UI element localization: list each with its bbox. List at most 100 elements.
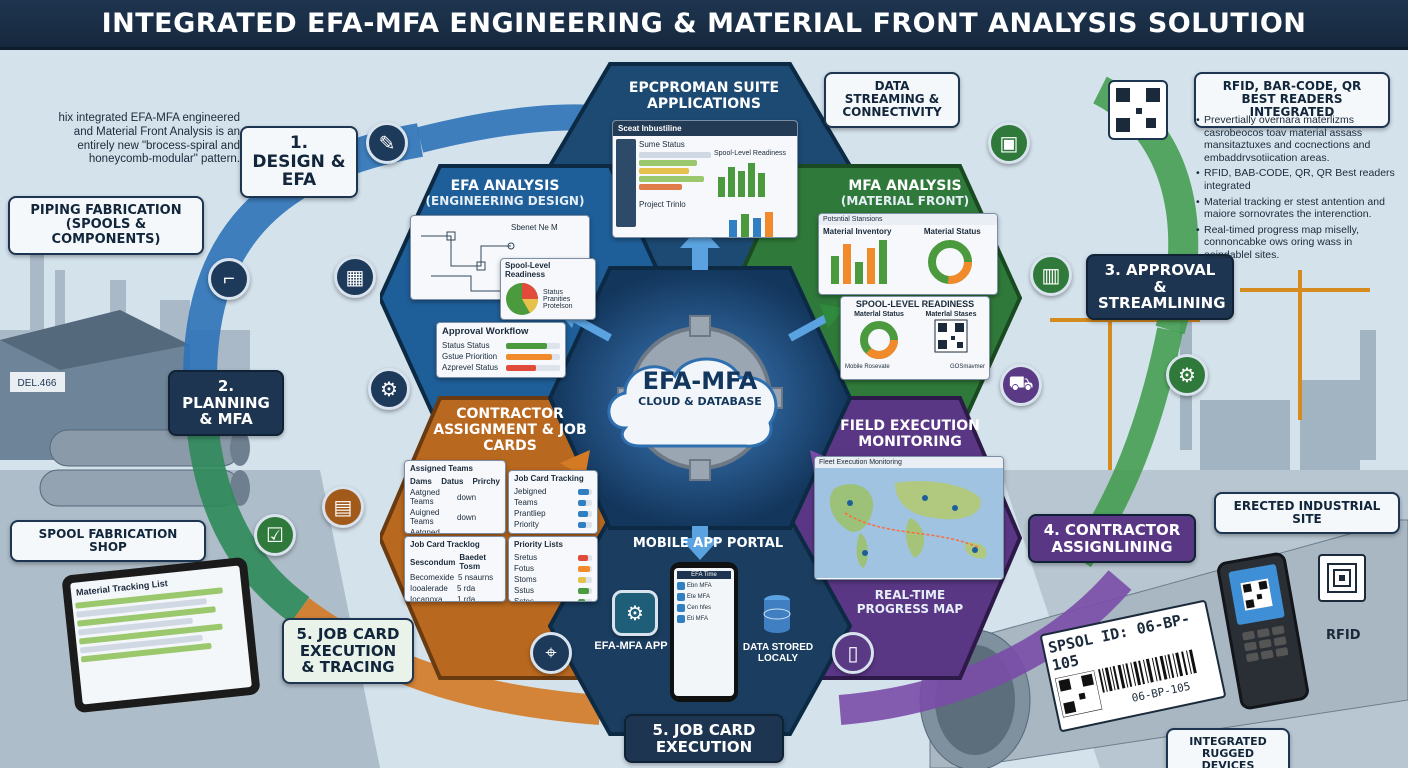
priority-row: Sstus bbox=[509, 585, 597, 596]
map-icon: ▦ bbox=[334, 256, 376, 298]
priority-row: Sretus bbox=[509, 552, 597, 563]
qr-code-icon bbox=[1108, 80, 1168, 140]
priority-row-bar bbox=[578, 554, 588, 561]
priority-row-label: Sstus bbox=[514, 586, 535, 595]
approval-row-label: Azprevel Status bbox=[442, 363, 499, 372]
diagram-label: Sbenet Ne M bbox=[511, 223, 558, 232]
suite-sidebar bbox=[616, 139, 636, 227]
spool-readiness-panel: Spool-Level Readiness Status Pranities P… bbox=[500, 258, 596, 320]
mfa-dashboard[interactable]: Potsntial Stansions Material Inventory M… bbox=[818, 213, 998, 295]
table-row[interactable]: Aatgned Tearasdown bbox=[405, 527, 505, 534]
priority-row-bar bbox=[578, 598, 585, 601]
data-streaming-label: DATA STREAMING & CONNECTIVITY bbox=[824, 72, 960, 128]
approval-row: Azprevel Status bbox=[437, 362, 565, 373]
phone-list-item[interactable]: Ebn MFA bbox=[677, 582, 731, 590]
phone-list-item[interactable]: Cen hfes bbox=[677, 604, 731, 612]
efa-title: EFA ANALYSIS bbox=[450, 178, 560, 194]
list-item: Material tracking er stest antention and… bbox=[1196, 196, 1396, 221]
rugged-devices-label: INTEGRATED RUGGED DEVICES bbox=[1166, 728, 1290, 768]
teams-head-cell: Prirchy bbox=[472, 477, 501, 486]
priority-row-bar bbox=[578, 565, 590, 572]
step-4-label: 4. CONTRACTOR ASSIGNLINING bbox=[1028, 514, 1196, 563]
suite-row-2: Spool-Level Readiness bbox=[714, 150, 786, 157]
title-banner: INTEGRATED EFA-MFA ENGINEERING & MATERIA… bbox=[0, 0, 1408, 50]
jc-row-label: Prantliep bbox=[514, 509, 546, 518]
table-cell: down bbox=[457, 512, 477, 522]
shop-sign: DEL.466 bbox=[18, 378, 57, 389]
phone-list-item[interactable]: Ete MFA bbox=[677, 593, 731, 601]
scanner-keypad bbox=[1231, 623, 1299, 664]
center-subtitle: CLOUD & DATABASE bbox=[638, 395, 762, 408]
mfa-subtitle: (MATERIAL FRONT) bbox=[840, 194, 970, 208]
jc-row-bar bbox=[578, 499, 587, 506]
cloud-icon bbox=[607, 357, 778, 448]
priority-row-bar bbox=[578, 587, 589, 594]
table-row[interactable]: Auigned Teams down bbox=[405, 507, 505, 527]
rfid-bullets: Prevertially overnara materlizms casrobe… bbox=[1196, 114, 1396, 265]
mfa-readiness-panel: SPOOL-LEVEL READINESS Materlal Status Ma… bbox=[840, 296, 990, 380]
right-industrial-skyline bbox=[1180, 300, 1376, 470]
app-icon bbox=[677, 593, 685, 601]
approval-row-bar bbox=[506, 353, 552, 360]
table-cell: Becomexide bbox=[410, 573, 455, 582]
inventory-title: Material Inventory bbox=[823, 227, 892, 236]
barcode-icon bbox=[1097, 649, 1197, 693]
table-cell: Iooalerade bbox=[410, 584, 448, 593]
phone-list-item[interactable]: Eti MFA bbox=[677, 615, 731, 623]
jc2-head-cell: Sescondum bbox=[410, 557, 456, 567]
material-status-donut bbox=[927, 240, 972, 284]
field-map-panel[interactable]: Fleet Execution Monitoring bbox=[814, 456, 1004, 580]
approval-row-label: Gstue Priorition bbox=[442, 352, 498, 361]
app-icon bbox=[677, 582, 685, 590]
suite-title: EPCPROMAN SUITE APPLICATIONS bbox=[628, 80, 780, 113]
mfa-panel-head: Potsntial Stansions bbox=[819, 214, 997, 225]
material-status-title: Material Status bbox=[923, 227, 981, 236]
legend-2: Pranities bbox=[543, 295, 571, 303]
erected-site-label: ERECTED INDUSTRIAL SITE bbox=[1214, 492, 1400, 535]
teams-head-cell: Datus bbox=[441, 477, 464, 486]
intro-text: hix integrated EFA-MFA engineered and Ma… bbox=[58, 112, 240, 166]
priority-row-label: Sretus bbox=[514, 553, 538, 562]
map-pin-icon: ⌖ bbox=[530, 632, 572, 674]
phone-item-label: Cen hfes bbox=[687, 605, 712, 611]
suite-row-1: Sume Status bbox=[639, 140, 685, 149]
mobile-title: MOBILE APP PORTAL bbox=[632, 536, 784, 551]
piping-label: PIPING FABRICATION (SPOOLS & COMPONENTS) bbox=[8, 196, 204, 255]
table-cell: 5 nsaurns bbox=[458, 573, 494, 582]
barcode-icon: ▥ bbox=[1030, 254, 1072, 296]
step-3-label: 3. APPROVAL & STREAMLINING bbox=[1086, 254, 1234, 320]
app-icon bbox=[677, 604, 685, 612]
mfa-small-5: GOSmavmer bbox=[949, 364, 985, 370]
table-cell: down bbox=[457, 533, 500, 534]
readiness-pie bbox=[506, 283, 539, 315]
gear-hand-icon: ⚙ bbox=[368, 368, 410, 410]
mobile-icon: ▯ bbox=[832, 632, 874, 674]
scanner-qr-icon bbox=[1240, 578, 1273, 611]
suite-dashboard[interactable]: Sceat Inbustiline Sume Status Spool-Leve… bbox=[612, 120, 798, 238]
map-icon: ▤ bbox=[322, 486, 364, 528]
center-title: EFA-MFA bbox=[642, 367, 758, 395]
jc-row: Prantliep bbox=[509, 508, 597, 519]
mfa-sub1: Materlal Status bbox=[854, 311, 904, 318]
gear-icon: ⚙ bbox=[1166, 354, 1208, 396]
phone-head: EFA Time bbox=[677, 571, 731, 579]
jc-row-bar bbox=[578, 521, 586, 528]
jc-row-label: Jebigned bbox=[514, 487, 547, 496]
jc2-head-cell: Baedet Tosm bbox=[459, 553, 487, 571]
suite-bar-chart bbox=[718, 163, 765, 197]
mfa-readiness-title: SPOOL-LEVEL READINESS bbox=[855, 299, 975, 309]
phone-item-label: Ebn MFA bbox=[687, 583, 712, 589]
tablet-device[interactable]: Material Tracking List bbox=[61, 556, 261, 714]
app-label: EFA-MFA APP bbox=[594, 640, 668, 652]
rugged-scanner[interactable] bbox=[1215, 551, 1311, 711]
table-cell: Auigned Teams bbox=[410, 508, 440, 526]
priority-row: Sstes bbox=[509, 596, 597, 601]
